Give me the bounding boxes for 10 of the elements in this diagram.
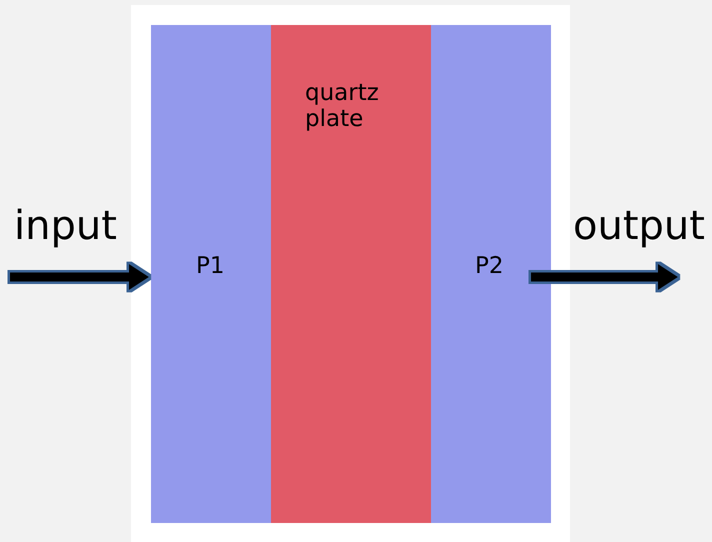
- arrow: [10, 264, 149, 290]
- color-band: [271, 25, 431, 523]
- color-band: [431, 25, 551, 523]
- band-label: quartz plate: [305, 80, 380, 132]
- color-band: [151, 25, 271, 523]
- band-label: P1: [196, 253, 226, 279]
- band-label: P2: [475, 253, 505, 279]
- edge-label: output: [573, 203, 705, 249]
- edge-label: input: [14, 203, 117, 249]
- arrow: [531, 264, 678, 290]
